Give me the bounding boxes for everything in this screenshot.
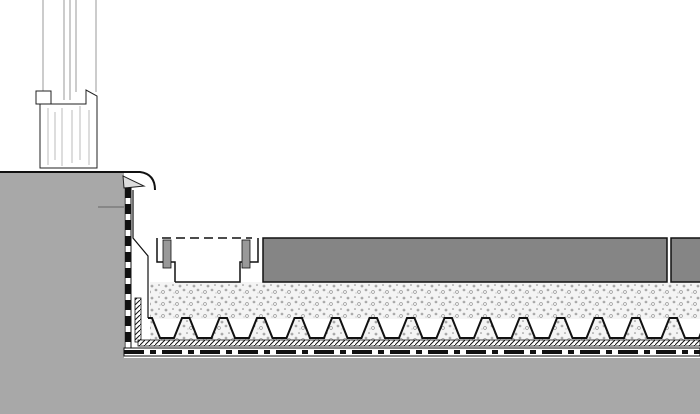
- flashing-cap: [122, 175, 146, 189]
- channel-drain: [155, 237, 259, 283]
- corrugation-void: [528, 319, 556, 337]
- corrugation-void: [640, 319, 669, 337]
- protection-layer: [137, 339, 700, 347]
- corrugation-void: [340, 319, 369, 337]
- corrugation-void: [565, 319, 594, 337]
- concrete-wall: [0, 171, 700, 414]
- corrugation-void: [490, 319, 519, 337]
- paver-slab: [670, 237, 700, 283]
- corrugation-void: [453, 319, 481, 337]
- corrugation-void: [265, 319, 294, 337]
- vertical-membrane: [124, 187, 149, 357]
- corrugation-void: [678, 319, 700, 337]
- corrugation-void: [190, 319, 219, 337]
- corrugation-void: [153, 319, 181, 337]
- corrugation-void: [415, 319, 444, 337]
- corrugation-void: [378, 319, 406, 337]
- window-frame: [35, 0, 98, 169]
- corrugation-void: [603, 319, 631, 337]
- corrugation-void: [228, 319, 256, 337]
- corrugation-void: [303, 319, 331, 337]
- paver-slab: [262, 237, 668, 283]
- corrugation-line: [148, 317, 700, 339]
- bottom-membrane: [123, 347, 700, 357]
- drainage-corrugation: [148, 317, 700, 339]
